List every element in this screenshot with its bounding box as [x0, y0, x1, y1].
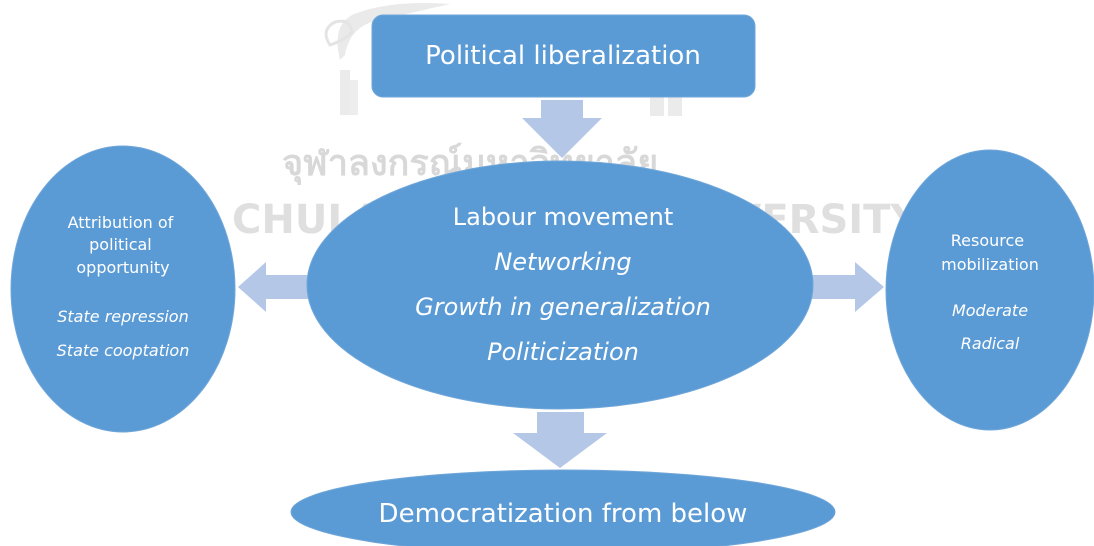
- right-ellipse-title: Resource mobilization: [941, 231, 1039, 274]
- arrow-bidirectional-left: [238, 262, 362, 312]
- right-ellipse-group: Resource mobilization Moderate Radical: [885, 149, 1094, 431]
- arrow-down-bottom: [513, 412, 607, 468]
- bottom-ellipse: [290, 469, 836, 546]
- top-box-label: Political liberalization: [425, 41, 701, 71]
- left-ellipse-item: State cooptation: [57, 341, 190, 360]
- center-ellipse-group: Labour movement Networking Growth in gen…: [306, 160, 814, 410]
- left-ellipse-title-line: political: [89, 235, 152, 254]
- political-liberalization-box: Political liberalization: [371, 14, 756, 98]
- arrow-bidirectional-right: [760, 262, 884, 312]
- arrow-down-top: [522, 100, 602, 158]
- bottom-ellipse-label: Democratization from below: [379, 499, 748, 529]
- right-ellipse-item: Radical: [961, 334, 1020, 353]
- left-ellipse: [10, 145, 236, 433]
- center-ellipse-item: Politicization: [487, 338, 639, 366]
- right-ellipse-item: Moderate: [952, 301, 1028, 320]
- top-box-shape: [371, 14, 756, 98]
- right-ellipse-title-line: Resource: [951, 231, 1024, 250]
- left-ellipse-title: Attribution of political opportunity: [68, 213, 179, 277]
- center-ellipse-item: Networking: [494, 248, 631, 276]
- left-ellipse-group: Attribution of political opportunity Sta…: [10, 145, 236, 433]
- center-ellipse-item: Growth in generalization: [415, 293, 711, 321]
- right-ellipse-title-line: mobilization: [941, 255, 1039, 274]
- left-ellipse-title-line: opportunity: [76, 258, 169, 277]
- center-ellipse-title: Labour movement: [453, 203, 674, 231]
- center-ellipse: [306, 160, 814, 410]
- left-ellipse-item: State repression: [57, 307, 188, 326]
- left-ellipse-title-line: Attribution of: [68, 213, 174, 232]
- right-ellipse: [885, 149, 1094, 431]
- bottom-ellipse-group: Democratization from below: [290, 469, 836, 546]
